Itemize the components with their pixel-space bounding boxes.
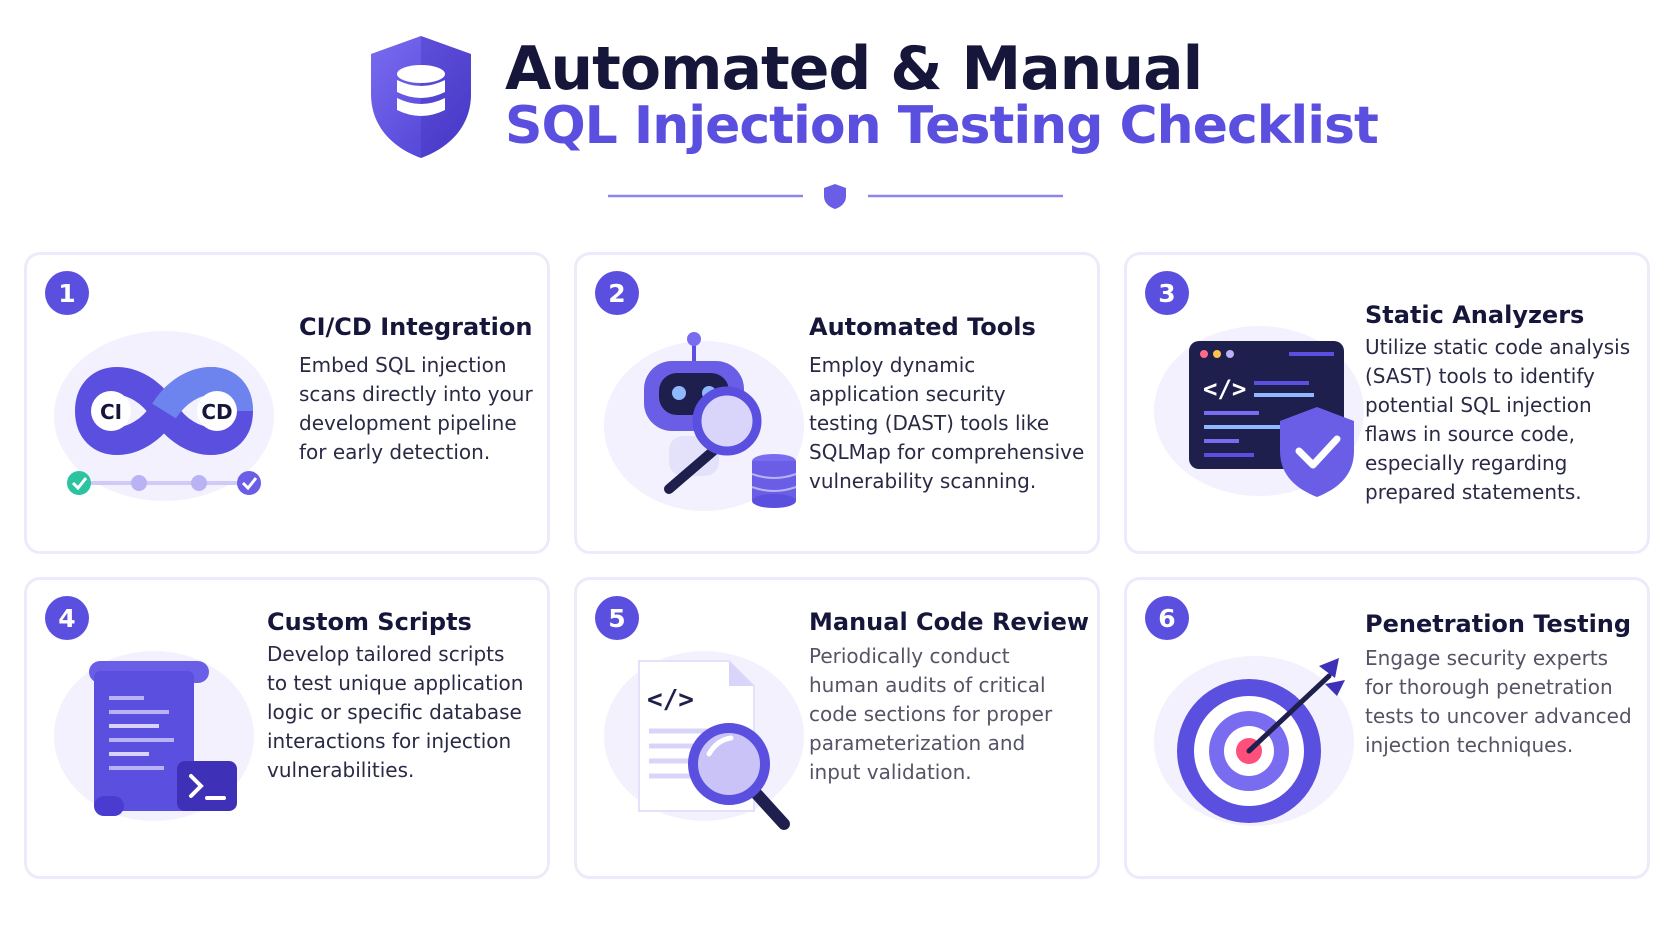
title-line-2: SQL Injection Testing Checklist (505, 96, 1379, 156)
card-text: Custom Scripts Develop tailored scripts … (267, 608, 523, 785)
card-text: Automated Tools Employ dynamic applicati… (809, 313, 1084, 496)
step-badge: 6 (1145, 596, 1189, 640)
card-line: Utilize static code analysis (1365, 335, 1631, 359)
step-badge: 3 (1145, 271, 1189, 315)
card-line: code sections for proper (809, 702, 1053, 726)
card-text: Manual Code Review Periodically conduct … (809, 608, 1089, 787)
step-badge: 1 (45, 271, 89, 315)
card-line: application security (809, 382, 1006, 406)
card-line: input validation. (809, 760, 972, 784)
card-automated-tools: 2 Automated Tools Employ dynamic applica… (574, 252, 1100, 554)
card-line: for early detection. (299, 440, 491, 464)
card-line: vulnerability scanning. (809, 469, 1037, 493)
card-penetration-testing: 6 Penetration Testing Engage security ex… (1124, 577, 1650, 879)
svg-text:</>: </> (1203, 375, 1246, 403)
card-title: Manual Code Review (809, 608, 1090, 636)
divider-shield-icon (608, 184, 1063, 209)
script-scroll-terminal-icon (54, 651, 254, 821)
card-line: (SAST) tools to identify (1365, 364, 1595, 388)
card-line: flaws in source code, (1365, 422, 1575, 446)
svg-text:</>: </> (647, 685, 694, 715)
card-title: Automated Tools (809, 313, 1036, 341)
card-line: Develop tailored scripts (267, 642, 505, 666)
step-badge: 5 (595, 596, 639, 640)
step-badge: 2 (595, 271, 639, 315)
card-line: Embed SQL injection (299, 353, 507, 377)
header: Automated & Manual SQL Injection Testing… (0, 0, 1672, 230)
code-window-shield-icon: </> (1154, 326, 1364, 497)
card-line: testing (DAST) tools like (809, 411, 1050, 435)
card-line: injection techniques. (1365, 733, 1574, 757)
card-line: Periodically conduct (809, 644, 1010, 668)
card-line: potential SQL injection (1365, 393, 1592, 417)
card-line: tests to uncover advanced (1365, 704, 1632, 728)
title-line-1: Automated & Manual (505, 34, 1203, 104)
card-line: Employ dynamic (809, 353, 976, 377)
card-line: especially regarding (1365, 451, 1568, 475)
card-line: parameterization and (809, 731, 1026, 755)
card-text: Penetration Testing Engage security expe… (1365, 610, 1632, 760)
database-shield-logo-icon (371, 36, 471, 158)
infinity-ci-cd-icon: CI CD (54, 331, 274, 501)
card-line: Engage security experts (1365, 646, 1609, 670)
card-title: Penetration Testing (1365, 610, 1632, 638)
step-badge: 4 (45, 596, 89, 640)
code-document-magnifier-icon: </> (604, 651, 804, 830)
card-line: for thorough penetration (1365, 675, 1613, 699)
card-line: human audits of critical (809, 673, 1046, 697)
target-dart-icon (1154, 656, 1354, 826)
card-text: Static Analyzers Utilize static code ana… (1365, 301, 1630, 507)
card-title: CI/CD Integration (299, 313, 533, 341)
card-line: scans directly into your (299, 382, 533, 406)
card-line: prepared statements. (1365, 480, 1582, 504)
card-line: development pipeline (299, 411, 517, 435)
ci-label: CI (100, 400, 122, 424)
card-line: logic or specific database (267, 700, 522, 724)
card-custom-scripts: 4 Custom Scripts Develop tailored script… (24, 577, 550, 879)
robot-magnifier-icon (604, 332, 804, 511)
card-static-analyzers: 3 </> Static Analyzers Utilize static co… (1124, 252, 1650, 554)
card-manual-code-review: 5 </> Manual Code Review Periodically co… (574, 577, 1100, 879)
card-ci-cd-integration: 1 CI CD CI/CD Integration Embed SQL inje… (24, 252, 550, 554)
card-line: vulnerabilities. (267, 758, 415, 782)
card-title: Static Analyzers (1365, 301, 1585, 329)
card-line: to test unique application (267, 671, 524, 695)
cd-label: CD (201, 400, 232, 424)
card-text: CI/CD Integration Embed SQL injection sc… (299, 313, 533, 467)
card-line: SQLMap for comprehensive (809, 440, 1085, 464)
card-line: interactions for injection (267, 729, 512, 753)
card-title: Custom Scripts (267, 608, 472, 636)
